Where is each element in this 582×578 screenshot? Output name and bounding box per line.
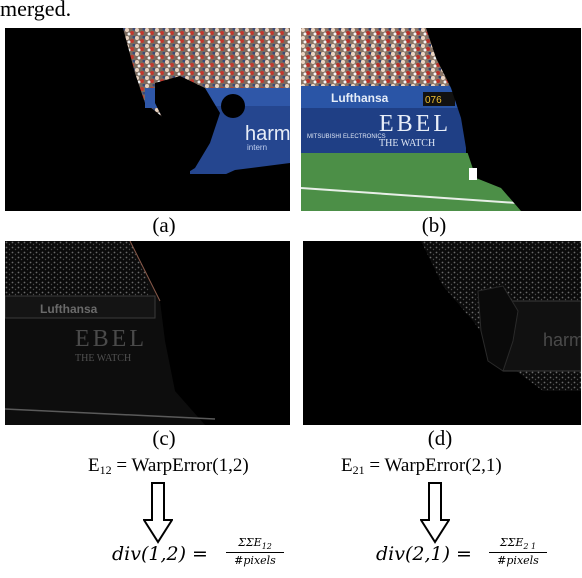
formula-div21: div(2,1) = <box>376 543 472 565</box>
formula-div12: div(1,2) = <box>112 543 208 565</box>
panel-b-sponsor2: EBEL <box>379 111 451 137</box>
panel-c-image: Lufthansa EBEL THE WATCH <box>5 241 290 425</box>
panel-a-brand2: intern <box>247 143 267 152</box>
caption-b: (b) <box>421 213 447 237</box>
panel-b-sponsor4: MITSUBISHI ELECTRONICS <box>307 134 386 140</box>
panel-c-sponsor1: Lufthansa <box>40 302 98 316</box>
panel-b-sponsor3: THE WATCH <box>379 138 435 149</box>
fraction-div12: ΣΣE12 #pixels <box>226 536 284 567</box>
panel-a-brand: harm <box>245 123 290 145</box>
fraction-div21: ΣΣE2 1 #pixels <box>489 536 547 567</box>
panel-b-scoreboard: 076 <box>425 95 442 106</box>
top-text: merged. <box>0 0 72 21</box>
panel-d-image: harm <box>303 241 581 425</box>
equation-e21: E21 = WarpError(2,1) <box>341 455 502 477</box>
caption-a: (a) <box>152 213 176 237</box>
caption-c: (c) <box>152 426 176 450</box>
caption-d: (d) <box>427 426 453 450</box>
down-arrow-left <box>143 482 173 544</box>
panel-b-image: Lufthansa 076 EBEL THE WATCH MITSUBISHI … <box>301 28 581 211</box>
panel-d-sponsor1: harm <box>543 330 581 350</box>
panel-b-sponsor1: Lufthansa <box>331 91 389 105</box>
equation-e12: E12 = WarpError(1,2) <box>88 455 249 477</box>
panel-a-image: harm intern <box>5 28 290 211</box>
panel-c-sponsor3: THE WATCH <box>75 353 131 364</box>
down-arrow-right <box>420 482 450 544</box>
panel-c-sponsor2: EBEL <box>75 326 147 352</box>
